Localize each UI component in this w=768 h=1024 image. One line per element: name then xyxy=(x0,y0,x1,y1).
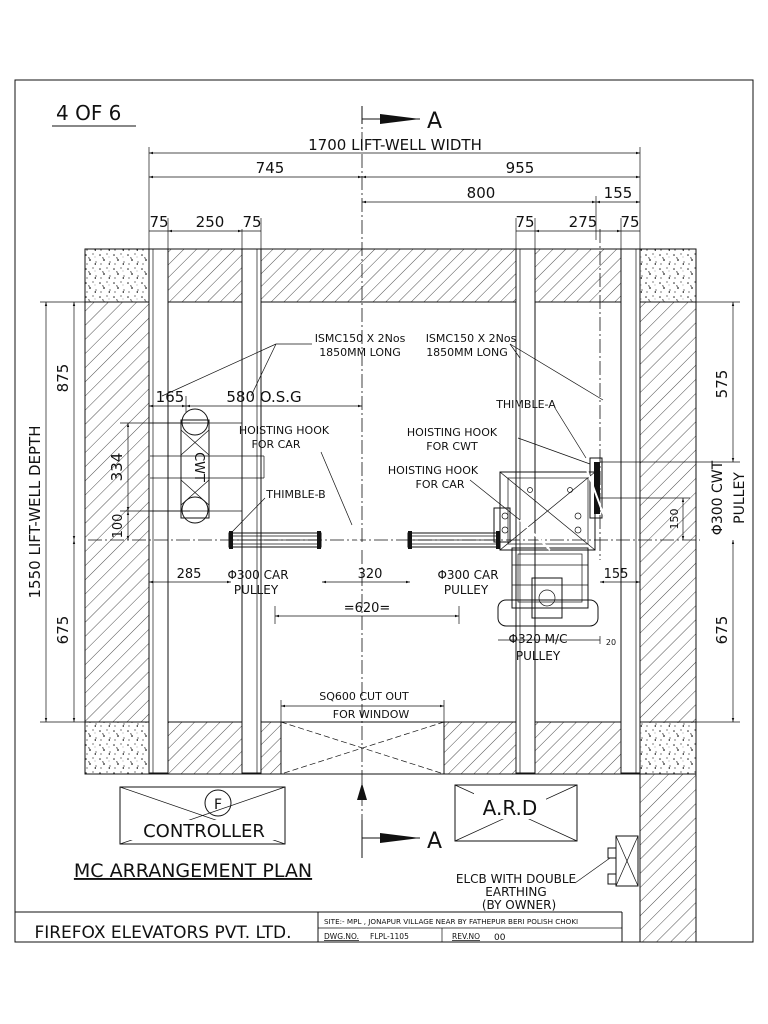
dim-right-part: 955 xyxy=(506,159,535,177)
beam-right-label-1: ISMC150 X 2Nos xyxy=(426,332,517,345)
dim-20: 20 xyxy=(606,638,616,647)
controller-label: CONTROLLER xyxy=(143,821,265,842)
dim-width-total: 1700 LIFT-WELL WIDTH xyxy=(308,136,482,154)
dim-165: 165 xyxy=(156,388,185,406)
section-label-bottom: A xyxy=(427,829,442,854)
mc-pulley-label-2: PULLEY xyxy=(516,649,561,663)
fire-mark-icon xyxy=(204,789,232,817)
mc-pulley-label-1: Φ320 M/C xyxy=(509,632,568,646)
sheet-border xyxy=(14,79,754,943)
beams xyxy=(148,248,641,774)
dim-depth-bottom: 675 xyxy=(54,616,72,645)
controller-box xyxy=(119,786,286,845)
dwg-label: DWG.NO. xyxy=(324,932,359,941)
pulley-icon xyxy=(181,496,209,524)
site-text: SITE:- MPL , JONAPUR VILLAGE NEAR BY FAT… xyxy=(324,917,578,926)
dim-right-155: 155 xyxy=(604,184,633,202)
ard-box xyxy=(454,784,578,842)
dim-osg: 580 O.S.G xyxy=(226,388,301,406)
elcb-label-2: EARTHING xyxy=(485,885,546,899)
hook-car-right-label-2: FOR CAR xyxy=(416,478,465,491)
cwt-pulley-label-2: PULLEY xyxy=(732,472,748,524)
dim-right-75b: 75 xyxy=(620,213,639,231)
leader-lines xyxy=(161,343,604,533)
dim-left-75b: 75 xyxy=(242,213,261,231)
cwt-box-label: CWT xyxy=(191,452,206,482)
left-equipment: CWT xyxy=(150,408,368,555)
dim-right-800: 800 xyxy=(467,184,496,202)
cutout-label-2: FOR WINDOW xyxy=(333,708,410,721)
hook-car-right-label-1: HOISTING HOOK xyxy=(388,464,479,477)
right-equipment xyxy=(407,457,605,644)
car-pulley-right-label-2: PULLEY xyxy=(444,583,489,597)
dim-150: 150 xyxy=(668,509,681,530)
dim-left-250: 250 xyxy=(196,213,225,231)
dim-right-75a: 75 xyxy=(515,213,534,231)
hook-car-left-label-1: HOISTING HOOK xyxy=(239,424,330,437)
controller-mark: F xyxy=(214,797,222,813)
text-layer: 4 OF 6 A A 1700 LIFT-WELL WIDTH 745 955 … xyxy=(26,101,748,943)
car-pulley-left-label-1: Φ300 CAR xyxy=(227,568,288,582)
dim-right-bottom: 675 xyxy=(713,616,731,645)
dim-left-part: 745 xyxy=(256,159,285,177)
dim-left-75a: 75 xyxy=(149,213,168,231)
dim-right-275: 275 xyxy=(569,213,598,231)
window-cutout xyxy=(280,721,445,775)
dim-334: 334 xyxy=(108,453,126,482)
section-label-top: A xyxy=(427,109,442,134)
dim-285: 285 xyxy=(177,567,202,582)
drawing-title: MC ARRANGEMENT PLAN xyxy=(74,860,312,882)
car-pulley-left-label-2: PULLEY xyxy=(234,583,279,597)
horizontal-dimensions xyxy=(148,147,641,722)
elcb-box xyxy=(574,835,639,887)
elcb-label-1: ELCB WITH DOUBLE xyxy=(456,872,576,886)
pulley-icon xyxy=(181,408,209,436)
rev-label: REV.NO xyxy=(452,932,480,941)
dim-depth-top: 875 xyxy=(54,364,72,393)
hook-cwt-label-2: FOR CWT xyxy=(426,440,478,453)
title-block xyxy=(15,125,623,942)
dim-right-top: 575 xyxy=(713,370,731,399)
hook-cwt-label-1: HOISTING HOOK xyxy=(407,426,498,439)
company-name: FIREFOX ELEVATORS PVT. LTD. xyxy=(34,923,291,943)
dim-100: 100 xyxy=(111,514,126,539)
cutout-label-1: SQ600 CUT OUT xyxy=(319,690,409,703)
thimble-a-label: THIMBLE-A xyxy=(495,398,556,411)
rev-number: 00 xyxy=(494,933,506,943)
dwg-number: FLPL-1105 xyxy=(370,932,409,941)
car-pulley-right-label-1: Φ300 CAR xyxy=(437,568,498,582)
dim-620: =620= xyxy=(344,601,391,616)
elcb-label-3: (BY OWNER) xyxy=(482,898,556,912)
hook-car-left-label-2: FOR CAR xyxy=(252,438,301,451)
ard-label: A.R.D xyxy=(483,796,538,820)
cwt-pulley-label-1: Φ300 CWT xyxy=(710,460,726,535)
dim-320: 320 xyxy=(358,567,383,582)
beam-left-label-2: 1850MM LONG xyxy=(319,346,401,359)
section-arrows xyxy=(357,106,420,858)
dim-depth-total: 1550 LIFT-WELL DEPTH xyxy=(26,426,44,599)
dim-155b: 155 xyxy=(604,567,629,582)
sheet-number: 4 OF 6 xyxy=(56,101,121,125)
thimble-b-label: THIMBLE-B xyxy=(265,488,325,501)
beam-right-label-2: 1850MM LONG xyxy=(426,346,508,359)
beam-left-label-1: ISMC150 X 2Nos xyxy=(315,332,406,345)
